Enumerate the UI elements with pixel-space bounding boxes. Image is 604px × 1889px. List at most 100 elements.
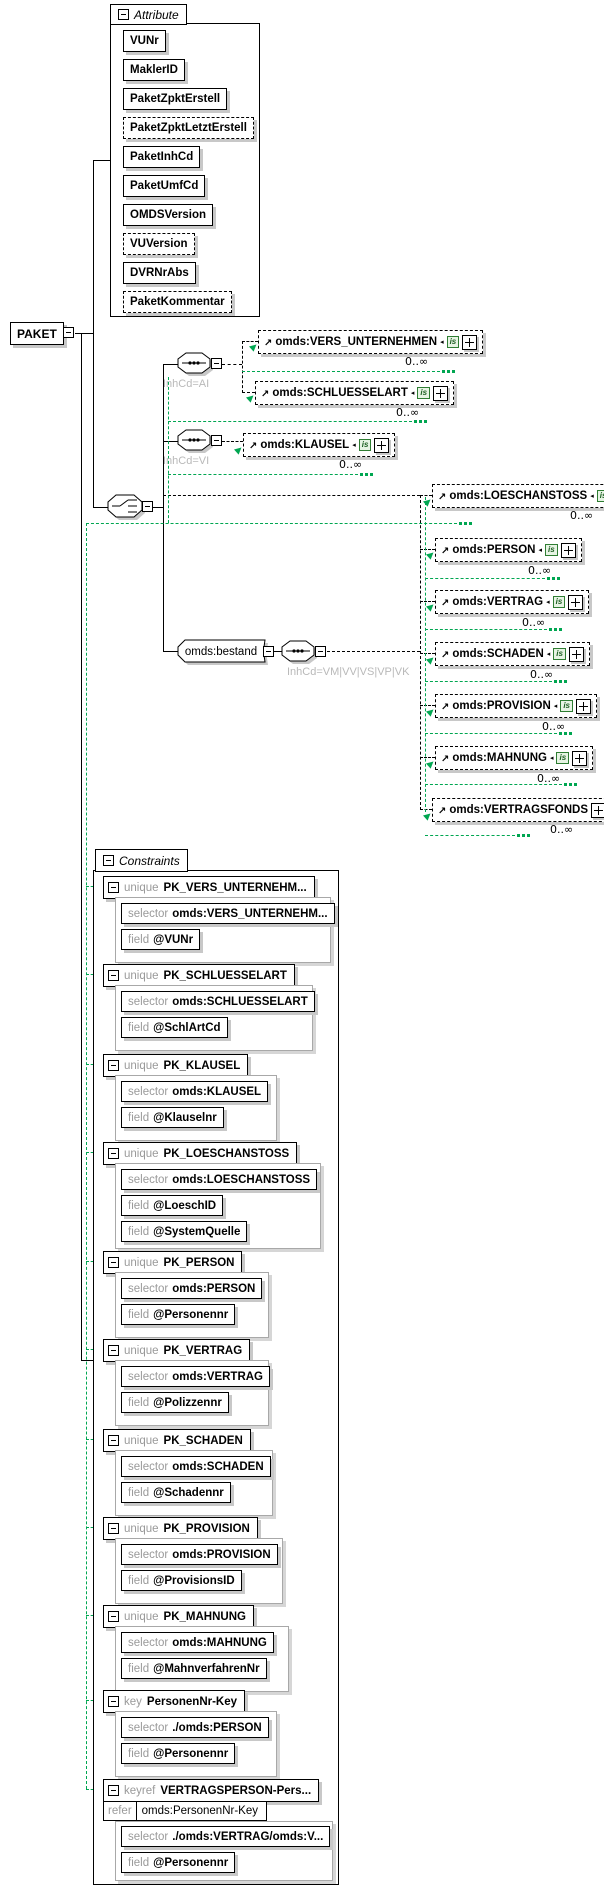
expand-icon[interactable] [575,698,591,714]
sequence-connector-bestand[interactable] [281,640,321,668]
collapse-icon[interactable] [63,327,74,338]
field-row[interactable]: field @Polizzennr [121,1392,229,1413]
attribute-item-paketumfcd[interactable]: PaketUmfCd [123,175,206,197]
selector-row[interactable]: selector omds:VERTRAG [121,1366,271,1387]
field-row[interactable]: field @MahnverfahrenNr [121,1658,267,1679]
collapse-icon[interactable] [108,1611,119,1622]
collapse-icon[interactable] [108,1435,119,1446]
collapse-icon[interactable] [108,1785,119,1796]
collapse-icon[interactable] [211,435,222,446]
attribute-section-tab[interactable]: Attribute [110,4,187,25]
selector-row[interactable]: selector ./omds:PERSON [121,1717,269,1738]
collapse-icon[interactable] [108,1345,119,1356]
attribute-item-paketkommentar[interactable]: PaketKommentar [123,291,232,313]
connector-line [75,333,93,334]
element-ref-schluesselart[interactable]: omds:SCHLUESSELART is [255,381,455,405]
collapse-icon[interactable] [211,358,222,369]
selector-row[interactable]: selector omds:VERS_UNTERNEHM... [121,903,335,924]
refer-row[interactable]: refer omds:PersonenNr-Key [103,1801,267,1821]
constraint-unique-pk-schaden[interactable]: unique PK_SCHADEN [103,1429,251,1452]
element-ref-person[interactable]: omds:PERSON is [435,538,582,562]
collapse-icon[interactable] [108,882,119,893]
attribute-item-vuversion[interactable]: VUVersion [123,233,195,255]
constraint-link-line [425,835,515,836]
collapse-icon[interactable] [118,9,129,20]
attribute-item-omdsversion[interactable]: OMDSVersion [123,204,214,226]
attribute-item-dvrnrabs[interactable]: DVRNrAbs [123,262,196,284]
element-ref-vertrag[interactable]: omds:VERTRAG is [435,590,590,614]
constraint-unique-pk-vertrag[interactable]: unique PK_VERTRAG [103,1339,251,1362]
row-value: @Personennr [153,1747,229,1760]
attribute-item-vunr[interactable]: VUNr [123,30,166,52]
constraint-keyref-vertragsperson[interactable]: keyref VERTRAGSPERSON-Pers... [103,1779,320,1802]
element-bestand[interactable]: omds:bestand [177,639,271,668]
field-row[interactable]: field @SystemQuelle [121,1221,248,1242]
collapse-icon[interactable] [108,1148,119,1159]
field-row[interactable]: field @Klauselnr [121,1107,224,1128]
constraint-unique-pk-person[interactable]: unique PK_PERSON [103,1251,243,1274]
constraint-unique-pk-loeschanstoss[interactable]: unique PK_LOESCHANSTOSS [103,1142,298,1165]
attribute-item-maklerid[interactable]: MaklerID [123,59,185,81]
collapse-icon[interactable] [108,1696,119,1707]
field-row[interactable]: field @Schadennr [121,1482,231,1503]
collapse-icon[interactable] [142,501,153,512]
optional-connector [420,705,435,706]
expand-icon[interactable] [433,385,449,401]
attribute-item-paketzpktletzterstell[interactable]: PaketZpktLetztErstell [123,117,254,139]
sequence-connector-ai[interactable] [177,352,217,380]
badge-arrow-icon [590,492,594,500]
selector-row[interactable]: selector omds:SCHADEN [121,1456,271,1477]
element-ref-vers-unternehmen[interactable]: omds:VERS_UNTERNEHMEN is [258,330,484,354]
collapse-icon[interactable] [108,970,119,981]
expand-icon[interactable] [568,646,584,662]
field-row[interactable]: field @LoeschID [121,1195,224,1216]
expand-icon[interactable] [374,437,390,453]
collapse-icon[interactable] [263,646,274,657]
attribute-item-paketzpkterstell[interactable]: PaketZpktErstell [123,88,228,110]
element-ref-schaden[interactable]: omds:SCHADEN is [435,642,590,666]
selector-row[interactable]: selector ./omds:VERTRAG/omds:V... [121,1826,331,1847]
sequence-connector-vi[interactable] [177,429,217,457]
field-row[interactable]: field @Personennr [121,1304,236,1325]
element-ref-loeschanstoss[interactable]: omds:LOESCHANSTOSS is [432,484,604,508]
element-ref-vertragsfonds[interactable]: omds:VERTRAGSFONDS [432,798,604,822]
element-ref-klausel[interactable]: omds:KLAUSEL is [243,433,396,457]
collapse-icon[interactable] [103,855,114,866]
root-element-paket[interactable]: PAKET [10,322,64,345]
selector-row[interactable]: selector omds:SCHLUESSELART [121,991,315,1012]
constraint-unique-pk-provision[interactable]: unique PK_PROVISION [103,1517,258,1540]
reference-arrow-icon [441,546,449,557]
element-ref-provision[interactable]: omds:PROVISION is [435,694,597,718]
constraint-unique-pk-vers-unternehmen[interactable]: unique PK_VERS_UNTERNEHM... [103,876,315,899]
selector-row[interactable]: selector omds:KLAUSEL [121,1081,269,1102]
expand-icon[interactable] [572,750,588,766]
constraint-key-personennr-key[interactable]: key PersonenNr-Key [103,1690,246,1713]
constraints-section-tab[interactable]: Constraints [95,849,188,872]
expand-icon[interactable] [591,802,604,818]
row-value: @Personennr [153,1308,229,1321]
expand-icon[interactable] [462,334,478,350]
expand-icon[interactable] [560,542,576,558]
occurs-label: 0..∞ [522,616,546,629]
field-row[interactable]: field @Personennr [121,1852,236,1873]
constraint-unique-pk-klausel[interactable]: unique PK_KLAUSEL [103,1054,249,1077]
constraint-unique-pk-schluesselart[interactable]: unique PK_SCHLUESSELART [103,964,295,987]
expand-icon[interactable] [568,594,584,610]
attribute-item-paketinhcd[interactable]: PaketInhCd [123,146,201,168]
selector-row[interactable]: selector omds:LOESCHANSTOSS [121,1169,318,1190]
selector-row[interactable]: selector omds:PROVISION [121,1544,278,1565]
field-row[interactable]: field @Personennr [121,1743,236,1764]
selector-row[interactable]: selector omds:MAHNUNG [121,1632,274,1653]
field-row[interactable]: field @VUNr [121,929,201,950]
collapse-icon[interactable] [315,646,326,657]
constraint-unique-pk-mahnung[interactable]: unique PK_MAHNUNG [103,1605,254,1628]
collapse-icon[interactable] [108,1060,119,1071]
selector-row[interactable]: selector omds:PERSON [121,1278,263,1299]
choice-connector[interactable] [107,494,149,524]
collapse-icon[interactable] [108,1523,119,1534]
element-ref-mahnung[interactable]: omds:MAHNUNG is [435,746,594,770]
collapse-icon[interactable] [108,1257,119,1268]
field-row[interactable]: field @ProvisionsID [121,1570,242,1591]
field-row[interactable]: field @SchlArtCd [121,1017,228,1038]
reference-arrow-icon [249,441,257,452]
